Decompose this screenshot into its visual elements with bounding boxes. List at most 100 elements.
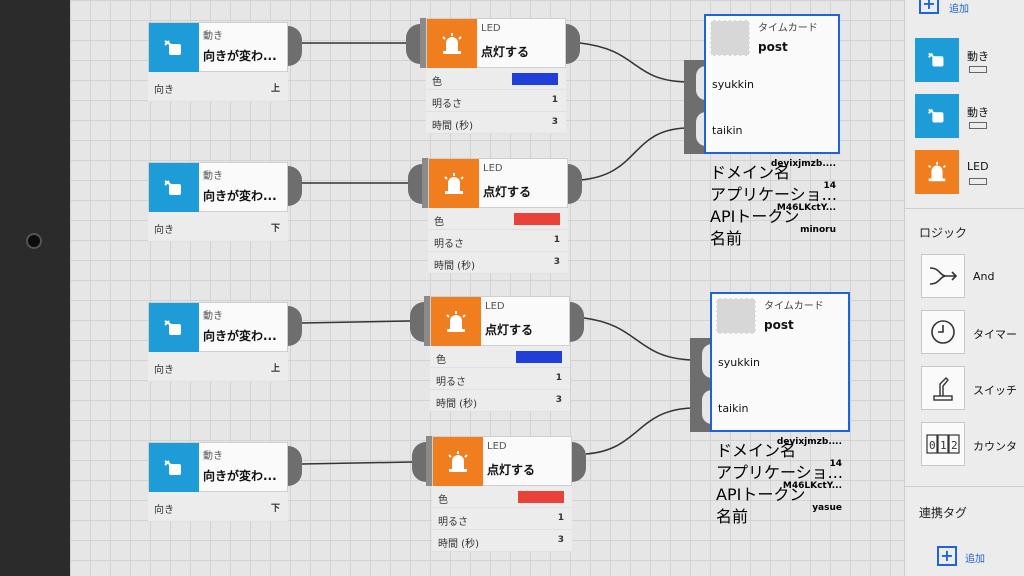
svg-text:2: 2 xyxy=(951,439,958,452)
add-tag-label[interactable]: 追加 xyxy=(965,554,985,565)
input-label: syukkin xyxy=(712,78,754,91)
prop-label: 向き xyxy=(154,365,174,376)
color-swatch[interactable] xyxy=(516,351,562,363)
motion-node[interactable]: 動き 向きが変わ... 向き 下 xyxy=(148,442,302,522)
battery-icon xyxy=(969,178,987,185)
prop-value: 14 xyxy=(829,459,842,469)
node-title: 点灯する xyxy=(481,45,530,59)
wire xyxy=(301,320,411,324)
output-port[interactable] xyxy=(288,166,302,206)
output-port[interactable] xyxy=(288,446,302,486)
prop-value: 下 xyxy=(270,504,280,514)
prop-label: 時間 (秒) xyxy=(432,121,473,132)
timecard-node[interactable]: タイムカード post syukkin taikin xyxy=(704,14,840,154)
node-type: 動き xyxy=(203,31,223,42)
battery-icon xyxy=(969,66,987,73)
input-port[interactable] xyxy=(410,302,424,342)
sidebar-item-label: カウンタ xyxy=(973,440,1017,453)
prop-value: 上 xyxy=(270,364,280,374)
node-type: タイムカード xyxy=(764,301,824,312)
prop-label: 色 xyxy=(434,217,444,228)
led-node[interactable]: LED 点灯する 色 明るさ 1 時間 (秒) 3 xyxy=(406,18,580,134)
node-title: 向きが変わ... xyxy=(203,49,277,63)
prop-value: 下 xyxy=(270,224,280,234)
node-title: 向きが変わ... xyxy=(203,329,277,343)
input-port[interactable] xyxy=(406,24,420,64)
logic-heading: ロジック xyxy=(919,226,968,240)
add-device-label[interactable]: 追加 xyxy=(949,4,969,15)
prop-value: 1 xyxy=(551,95,558,105)
add-tag-button[interactable]: + xyxy=(937,546,957,566)
sidebar-item-label: タイマー xyxy=(973,328,1017,341)
prop-value: 上 xyxy=(270,84,280,94)
input-port[interactable] xyxy=(412,442,426,482)
prop-label: ドメイン名 xyxy=(710,163,791,182)
prop-value: yasue xyxy=(812,503,842,513)
color-swatch[interactable] xyxy=(512,73,558,85)
output-port[interactable] xyxy=(568,164,582,204)
color-swatch[interactable] xyxy=(514,213,560,225)
motion-icon xyxy=(149,303,199,353)
prop-label: 明るさ xyxy=(436,377,466,388)
motion-node[interactable]: 動き 向きが変わ... 向き 下 xyxy=(148,162,302,242)
input-label: syukkin xyxy=(718,356,760,369)
prop-label: 名前 xyxy=(716,507,749,526)
node-title: 点灯する xyxy=(487,463,536,477)
sidebar-item-label: 動き xyxy=(967,106,989,119)
switch-icon xyxy=(921,366,965,410)
led-node[interactable]: LED 点灯する 色 明るさ 1 時間 (秒) 3 xyxy=(410,296,584,412)
prop-label: 向き xyxy=(154,505,174,516)
led-node[interactable]: LED 点灯する 色 明るさ 1 時間 (秒) 3 xyxy=(408,158,582,274)
motion-node[interactable]: 動き 向きが変わ... 向き 上 xyxy=(148,302,302,382)
timer-icon xyxy=(921,310,965,354)
input-ports[interactable] xyxy=(684,60,706,154)
sidebar-item-label: スイッチ xyxy=(973,384,1017,397)
prop-label: 時間 (秒) xyxy=(434,261,475,272)
motion-icon xyxy=(149,443,199,493)
prop-value: 1 xyxy=(555,373,562,383)
motion-icon xyxy=(915,38,959,82)
prop-value: devixjmzb.... xyxy=(776,437,842,447)
wire xyxy=(579,42,687,83)
node-title: 点灯する xyxy=(483,185,532,199)
wire xyxy=(579,127,687,181)
prop-label: 色 xyxy=(432,77,442,88)
color-swatch[interactable] xyxy=(518,491,564,503)
battery-icon xyxy=(969,122,987,129)
motion-node[interactable]: 動き 向きが変わ... 向き 上 xyxy=(148,22,302,102)
prop-value: M46LKctY... xyxy=(776,203,836,213)
prop-label: 明るさ xyxy=(434,239,464,250)
add-device-button[interactable]: + xyxy=(919,0,939,14)
sidebar-item-label: LED xyxy=(967,160,989,173)
prop-label: アプリケーショ... xyxy=(710,185,837,204)
prop-value: 1 xyxy=(553,235,560,245)
prop-label: ドメイン名 xyxy=(716,441,797,460)
node-title: 点灯する xyxy=(485,323,534,337)
input-ports[interactable] xyxy=(690,338,712,432)
input-port[interactable] xyxy=(408,164,422,204)
led-node[interactable]: LED 点灯する 色 明るさ 1 時間 (秒) 3 xyxy=(412,436,586,552)
tags-heading: 連携タグ xyxy=(919,506,968,520)
output-port[interactable] xyxy=(566,24,580,64)
output-port[interactable] xyxy=(570,302,584,342)
prop-label: APIトークン xyxy=(710,207,800,226)
node-type: LED xyxy=(487,441,507,452)
svg-text:1: 1 xyxy=(940,439,947,452)
svg-text:0: 0 xyxy=(929,439,936,452)
prop-label: 名前 xyxy=(710,229,743,248)
sidebar-item-label: 動き xyxy=(967,50,989,63)
prop-label: 明るさ xyxy=(432,99,462,110)
prop-label: 明るさ xyxy=(438,517,468,528)
timecard-node[interactable]: タイムカード post syukkin taikin xyxy=(710,292,850,432)
output-port[interactable] xyxy=(288,306,302,346)
input-label: taikin xyxy=(712,124,743,137)
prop-label: 時間 (秒) xyxy=(436,399,477,410)
prop-label: APIトークン xyxy=(716,485,806,504)
and-icon xyxy=(921,254,965,298)
output-port[interactable] xyxy=(288,26,302,66)
output-port[interactable] xyxy=(572,442,586,482)
wire xyxy=(301,461,413,465)
prop-label: 向き xyxy=(154,85,174,96)
led-icon xyxy=(915,150,959,194)
